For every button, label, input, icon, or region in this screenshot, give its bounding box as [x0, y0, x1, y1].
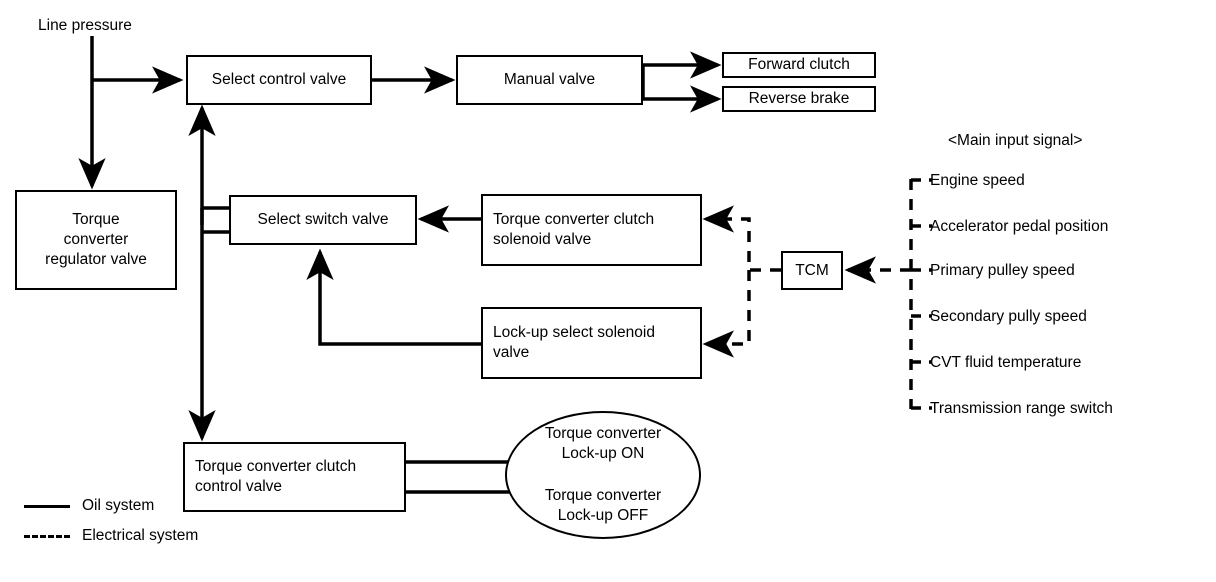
- legend-solid-line-icon: [24, 504, 70, 508]
- legend-label-electrical-system: Electrical system: [82, 527, 199, 544]
- ellipse-lock-up-on-label: Torque converter Lock-up ON: [544, 424, 662, 462]
- line-pressure-label: Line pressure: [38, 17, 132, 34]
- legend-dashed-line-icon: [24, 534, 70, 538]
- ellipse-torque-converter-lockup-states: Torque converter Lock-up ON Torque conve…: [505, 411, 701, 539]
- box-reverse-brake-label: Reverse brake: [748, 90, 850, 108]
- box-torque-converter-clutch-control-valve[interactable]: Torque converter clutch control valve: [183, 442, 406, 512]
- signal-label-cvt-fluid-temperature: CVT fluid temperature: [930, 354, 1082, 371]
- box-torque-converter-regulator-valve[interactable]: Torque converter regulator valve: [15, 190, 177, 290]
- legend-item-oil-system: Oil system: [24, 497, 154, 515]
- box-lock-up-select-solenoid-valve[interactable]: Lock-up select solenoid valve: [481, 307, 702, 379]
- signal-label-primary-pulley-speed: Primary pulley speed: [930, 262, 1075, 279]
- box-torque-converter-clutch-solenoid-valve[interactable]: Torque converter clutch solenoid valve: [481, 194, 702, 266]
- wire-lockup-solenoid-to-select-switch: [306, 248, 481, 346]
- box-tcm-label: TCM: [795, 261, 829, 279]
- ellipse-half-lock-up-on: Torque converter Lock-up ON: [507, 413, 699, 475]
- box-select-switch-valve[interactable]: Select switch valve: [229, 195, 417, 245]
- box-torque-converter-regulator-valve-label: Torque converter regulator valve: [45, 211, 147, 268]
- box-select-control-valve[interactable]: Select control valve: [186, 55, 372, 105]
- box-torque-converter-clutch-control-valve-label: Torque converter clutch control valve: [195, 458, 357, 495]
- wire-tcm-to-tc-clutch-solenoid: [702, 205, 781, 272]
- box-forward-clutch-label: Forward clutch: [748, 56, 850, 74]
- main-input-signal-heading: <Main input signal>: [948, 132, 1083, 149]
- legend-item-electrical-system: Electrical system: [24, 527, 198, 545]
- box-lock-up-select-solenoid-valve-label: Lock-up select solenoid valve: [493, 324, 655, 361]
- signal-label-transmission-range-switch: Transmission range switch: [930, 400, 1113, 417]
- ellipse-lock-up-off-label: Torque converter Lock-up OFF: [544, 486, 662, 524]
- wire-tcm-to-lockup-solenoid: [702, 270, 751, 358]
- signal-label-engine-speed: Engine speed: [930, 172, 1025, 189]
- box-manual-valve[interactable]: Manual valve: [456, 55, 643, 105]
- signal-label-secondary-pulley-speed: Secondary pully speed: [930, 308, 1087, 325]
- legend-label-oil-system: Oil system: [82, 497, 155, 514]
- box-tcm[interactable]: TCM: [781, 251, 843, 290]
- box-select-control-valve-label: Select control valve: [211, 71, 347, 89]
- box-manual-valve-label: Manual valve: [503, 71, 596, 89]
- box-torque-converter-clutch-solenoid-valve-label: Torque converter clutch solenoid valve: [493, 211, 655, 248]
- box-reverse-brake[interactable]: Reverse brake: [722, 86, 876, 112]
- ellipse-half-lock-up-off: Torque converter Lock-up OFF: [507, 475, 699, 537]
- box-select-switch-valve-label: Select switch valve: [257, 211, 389, 229]
- box-forward-clutch[interactable]: Forward clutch: [722, 52, 876, 78]
- signal-label-accelerator-pedal-position: Accelerator pedal position: [930, 218, 1109, 235]
